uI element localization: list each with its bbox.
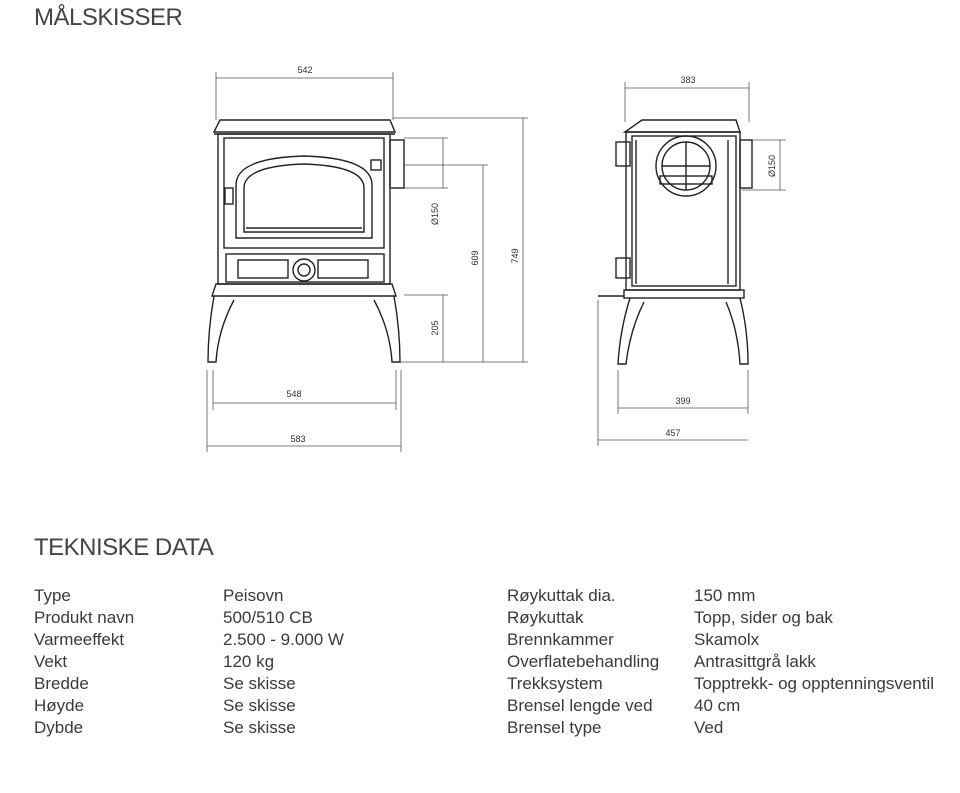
spec-value: 40 cm xyxy=(694,696,741,715)
spec-label: Varmeeffekt xyxy=(34,630,125,649)
spec-label: Røykuttak xyxy=(507,608,584,627)
spec-label: Brensel type xyxy=(507,718,602,737)
spec-label: Røykuttak dia. xyxy=(507,586,616,605)
spec-value: 120 kg xyxy=(223,652,275,671)
spec-value: Se skisse xyxy=(223,674,296,693)
spec-label: Vekt xyxy=(34,652,68,671)
spec-labels-right: Røykuttak dia. Røykuttak Brennkammer Ove… xyxy=(507,585,659,739)
spec-value: Peisovn xyxy=(223,586,284,605)
dim-side-top-depth: 383 xyxy=(680,75,695,85)
dim-front-leg-width: 548 xyxy=(286,389,301,399)
specs-heading: TEKNISKE DATA xyxy=(34,534,214,561)
dim-height-flue: 609 xyxy=(470,250,480,265)
spec-values-left: Peisovn 500/510 CB 2.500 - 9.000 W 120 k… xyxy=(223,585,344,739)
spec-value: Ved xyxy=(694,718,724,737)
dim-front-top-width: 542 xyxy=(297,65,312,75)
spec-value: 150 mm xyxy=(694,586,756,605)
spec-value: Se skisse xyxy=(223,696,296,715)
spec-value: Antrasittgrå lakk xyxy=(694,652,816,671)
dim-height-total: 749 xyxy=(510,248,520,263)
dimension-drawing: 542 548 583 Ø150 205 609 749 383 Ø150 39… xyxy=(206,65,786,452)
dim-flue-diameter-front: Ø150 xyxy=(430,203,440,225)
side-dimension-lines xyxy=(597,82,786,446)
spec-label: Brensel lengde ved xyxy=(507,696,653,715)
spec-label: Produkt navn xyxy=(34,608,135,627)
spec-value: Skamolx xyxy=(694,630,760,649)
spec-label: Dybde xyxy=(34,718,84,737)
spec-value: 2.500 - 9.000 W xyxy=(223,630,344,649)
dim-side-total-depth: 457 xyxy=(665,428,680,438)
dim-flue-diameter-side: Ø150 xyxy=(767,155,777,177)
spec-label: Type xyxy=(34,586,71,605)
spec-label: Bredde xyxy=(34,674,89,693)
spec-value: 500/510 CB xyxy=(223,608,313,627)
spec-labels-left: Type Produkt navn Varmeeffekt Vekt Bredd… xyxy=(34,585,134,739)
spec-label: Høyde xyxy=(34,696,85,715)
spec-label: Brennkammer xyxy=(507,630,614,649)
spec-value: Topp, sider og bak xyxy=(694,608,833,627)
stove-side-view xyxy=(598,119,753,365)
spec-values-right: 150 mm Topp, sider og bak Skamolx Antras… xyxy=(694,585,934,739)
spec-value: Topptrekk- og opptenningsventil xyxy=(694,674,935,693)
spec-label: Trekksystem xyxy=(507,674,603,693)
dim-side-leg-depth: 399 xyxy=(675,396,690,406)
spec-label: Overflatebehandling xyxy=(507,652,660,671)
front-dimension-lines xyxy=(206,72,528,452)
dim-height-legs: 205 xyxy=(430,320,440,335)
stove-front-view xyxy=(207,119,405,363)
sketch-heading: MÅLSKISSER xyxy=(34,4,183,31)
dim-front-total-width: 583 xyxy=(290,434,305,444)
spec-value: Se skisse xyxy=(223,718,296,737)
